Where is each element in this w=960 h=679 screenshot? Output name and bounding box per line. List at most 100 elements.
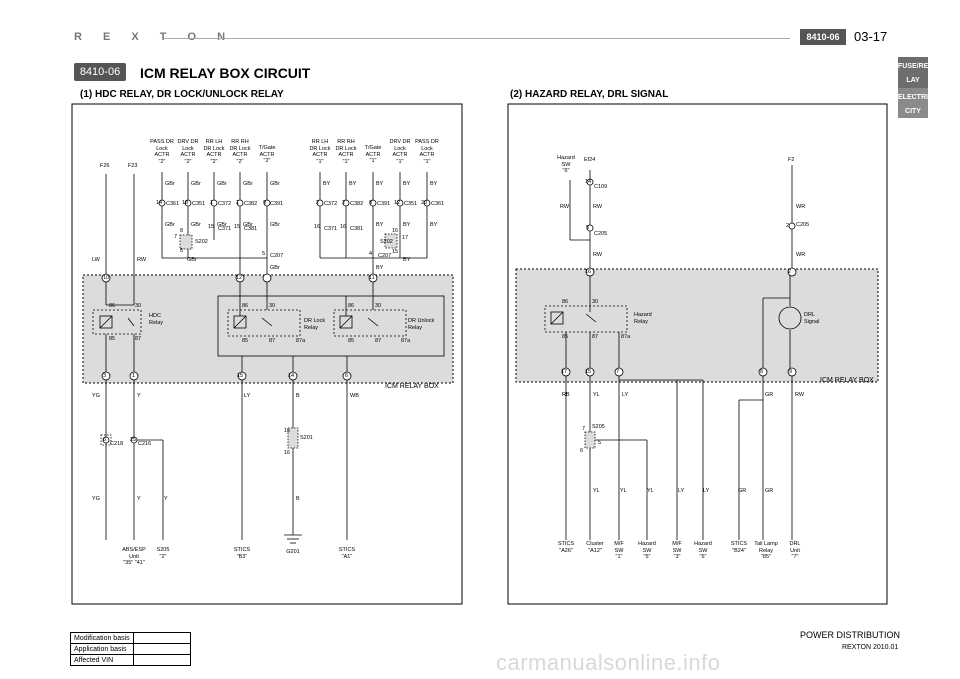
wire-color: BY [403,257,411,263]
wire-color: GBr [191,181,201,187]
connector-label: C351 [192,201,206,207]
wire-color: RW [593,204,603,210]
connector-label: C207 [378,253,392,259]
pin-number: 15 [284,428,291,434]
relay-pin: 86 [242,303,249,309]
pin-number: 4 [369,251,373,257]
wire-color: GR [765,392,774,398]
connector-label: C372 [324,201,338,207]
pin-number: 9 [263,200,267,206]
wire-color: Y [164,496,168,502]
relay-pin: 86 [109,303,116,309]
pin-number: 1 [210,200,214,206]
wire-color: GBr [217,222,227,228]
connector-label: C382 [244,201,258,207]
connector-label: C351 [404,201,418,207]
table-cell-value [132,632,191,644]
relay-pin: 85 [348,338,355,344]
table-row: Modification basis [70,632,191,644]
wire-color: RW [593,252,603,258]
relay-pin: 87a [621,334,631,340]
wire-color: GBr [243,222,253,228]
watermark: carmanualsonline.info [496,650,721,675]
bottom-label-g201: G201 [286,549,300,555]
pin-number: 2 [786,223,790,229]
pin-number: 5 [180,248,184,254]
wire-color: BY [376,265,384,271]
footer-section-name: POWER DISTRIBUTION [800,630,901,640]
wire-color: BY [349,181,357,187]
connector-label: C216 [138,441,152,447]
connector-label: C205 [594,231,608,237]
pin-number: 6 [103,437,107,443]
wire-color: GBr [270,222,280,228]
wire-color: GBr [270,181,280,187]
left-panel-frame [71,103,463,605]
pin-number: 2 [316,200,320,206]
wire-color: YL [620,488,627,494]
pin-number: 17 [561,369,568,375]
wire-color: BY [323,181,331,187]
pin-number: 16 [284,450,291,456]
wire-color: BY [403,222,411,228]
table-cell-value [132,654,191,666]
wire-color: WR [796,204,806,210]
pin-number: 8 [180,228,184,234]
pin-number: 1 [132,373,136,379]
right-section-title: (2) HAZARD RELAY, DRL SIGNAL [510,89,669,100]
wire-color: BY [403,181,411,187]
bottom-label-stics-a26: STICS"A26" [557,541,575,554]
wire-color: LY [703,488,710,494]
connector-label: C361 [166,201,180,207]
pin-number: 7 [174,234,178,240]
wire-color: YG [92,496,100,502]
relay-pin: 87 [375,338,382,344]
connector-label: C391 [270,201,284,207]
connector-label: C207 [270,253,284,259]
wire-color: GR [738,488,747,494]
relay-pin: 85 [562,334,569,340]
bottom-label-s205: S205"2" [156,547,170,560]
wire-color: YG [92,393,100,399]
relay-pin: 87a [401,338,411,344]
section-code-badge: 8410-06 [800,29,846,45]
right-icm-box [515,268,879,383]
splice-label: S202 [380,239,393,245]
relay-pin: 30 [592,299,599,305]
bottom-label-cluster-a12: Cluster"A12" [586,541,604,554]
pin-number: 14 [585,179,592,185]
wire-color: RB [562,392,570,398]
fuse-ef24: Ef24 [584,157,596,163]
table-cell-label: Modification basis [70,632,134,644]
bottom-label-stics-b24: STICS"B24" [730,541,748,554]
page-title: ICM RELAY BOX CIRCUIT [140,65,311,81]
pin-number: 18 [182,200,189,206]
pin-number: 7 [616,369,620,375]
wire-color: RW [560,204,570,210]
connector-label: C371 [218,226,232,232]
header-rule [162,38,790,39]
relay-pin: 87a [296,338,306,344]
pin-number: 2 [788,269,792,275]
table-row: Application basis [70,643,191,655]
pin-number: 8 [760,369,764,375]
relay-pin: 86 [348,303,355,309]
revision-info-table: Modification basis Application basis Aff… [70,632,191,666]
wire-color: B [296,393,300,399]
pin-number: 16 [392,228,399,234]
relay-pin: 85 [242,338,249,344]
